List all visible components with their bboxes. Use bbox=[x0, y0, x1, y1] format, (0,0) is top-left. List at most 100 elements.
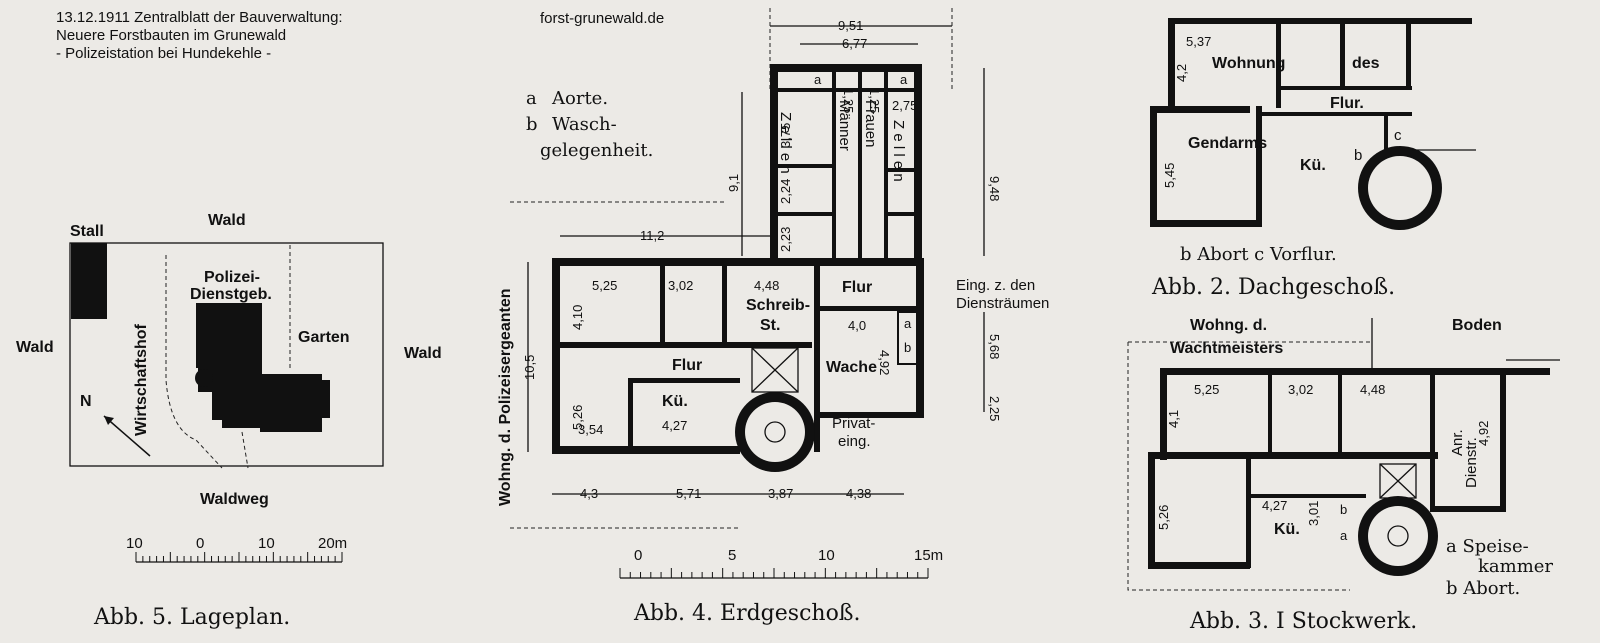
st-stair-core bbox=[1387, 525, 1409, 547]
wall-corridor-left bbox=[832, 64, 836, 260]
stockwerk: Wohng. d. Wachtmeisters Boden 5,25 3,02 … bbox=[1127, 317, 1560, 634]
label-flur-2: Flur bbox=[672, 357, 702, 374]
wall-room-1 bbox=[660, 262, 665, 346]
dg-dim-42: 4,2 bbox=[1174, 64, 1189, 82]
stall-block bbox=[71, 243, 107, 319]
label-stall: Stall bbox=[70, 223, 104, 240]
wirtschaftshof-boundary bbox=[165, 255, 223, 469]
dg-wall-c bbox=[1384, 116, 1388, 156]
label-a-2: a bbox=[900, 72, 908, 87]
label-wache: Wache bbox=[826, 359, 877, 376]
label-wirtschaftshof: Wirtschaftshof bbox=[133, 323, 150, 436]
st-dim-448: 4,48 bbox=[1360, 382, 1385, 397]
wall-room-3 bbox=[814, 262, 820, 452]
label-wohng-polizeisergeanten: Wohng. d. Polizeisergeanten bbox=[497, 288, 514, 506]
st-dim-492: 4,92 bbox=[1476, 421, 1491, 446]
box-a-b bbox=[897, 311, 919, 365]
wall-corridor-right bbox=[884, 64, 888, 260]
stair-landing bbox=[751, 347, 799, 393]
st-dim-526: 5,26 bbox=[1156, 505, 1171, 530]
dim-112: 11,2 bbox=[640, 228, 664, 243]
label-kue: Kü. bbox=[662, 393, 688, 410]
scale4-15: 15m bbox=[914, 547, 943, 564]
st-wall-r1 bbox=[1268, 372, 1272, 454]
dg-wall-left-lower bbox=[1150, 106, 1157, 226]
st-label-a: a bbox=[1340, 528, 1348, 543]
st-legend-b: b Abort. bbox=[1446, 578, 1520, 599]
st-label-boden: Boden bbox=[1452, 317, 1502, 334]
label-frauen: Frauen bbox=[862, 100, 879, 148]
wall-aborte bbox=[770, 88, 922, 92]
dim-43: 4,3 bbox=[580, 486, 598, 501]
dg-wall-gend bbox=[1256, 106, 1262, 226]
dg-stair-inner bbox=[1368, 156, 1432, 220]
wall-corridor-mid bbox=[858, 64, 862, 260]
wall-wache-bottom bbox=[820, 412, 924, 418]
dachgeschoss: 5,37 4,2 5,45 Wohnung des Flur. Gendarms… bbox=[1150, 18, 1476, 300]
stair-core bbox=[764, 421, 786, 443]
dg-dim-545: 5,45 bbox=[1162, 163, 1177, 188]
dg-wall-mid bbox=[1150, 106, 1250, 113]
north-arrow-line bbox=[103, 415, 151, 457]
dim-302: 3,02 bbox=[668, 278, 693, 293]
legend-b-key: b bbox=[526, 114, 538, 135]
label-flur-1: Flur bbox=[842, 279, 872, 296]
header-line-3: - Polizeistation bei Hundekehle - bbox=[56, 45, 272, 62]
label-b-1: b bbox=[904, 340, 911, 355]
scale4-0: 0 bbox=[634, 547, 642, 564]
dim-387: 3,87 bbox=[768, 486, 793, 501]
label-north: N bbox=[80, 393, 92, 410]
label-privat-1: Privat- bbox=[832, 415, 875, 432]
st-legend-a2: kammer bbox=[1478, 556, 1553, 577]
scale5-10a: 10 bbox=[126, 535, 143, 552]
st-label-kue: Kü. bbox=[1274, 521, 1300, 538]
st-wall-right bbox=[1500, 372, 1506, 512]
st-wall-dienst-bottom bbox=[1430, 506, 1506, 512]
st-dim-301: 3,01 bbox=[1306, 501, 1321, 526]
dg-wall-flur bbox=[1280, 86, 1412, 90]
wall-main-bottom bbox=[552, 446, 740, 454]
dim-223: 2,23 bbox=[778, 227, 793, 252]
stair-inner bbox=[745, 402, 805, 462]
dim-225: 2,25 bbox=[987, 396, 1002, 421]
dg-label-kue: Kü. bbox=[1300, 157, 1326, 174]
scale5-0: 0 bbox=[196, 535, 204, 552]
st-dim-302: 3,02 bbox=[1288, 382, 1313, 397]
st-dim-525: 5,25 bbox=[1194, 382, 1219, 397]
st-wall-top bbox=[1160, 368, 1550, 375]
dim-427: 4,27 bbox=[662, 418, 687, 433]
dg-label-des: des bbox=[1352, 55, 1380, 72]
wall-main-top bbox=[552, 258, 922, 266]
header-line-2: Neuere Forstbauten im Grunewald bbox=[56, 27, 287, 44]
dim-568: 5,68 bbox=[987, 334, 1002, 359]
st-wall-r2 bbox=[1338, 372, 1342, 454]
label-eing-1: Eing. z. den bbox=[956, 277, 1035, 294]
dim-951: 9,51 bbox=[838, 18, 863, 33]
dim-125b: 1,25 bbox=[867, 88, 882, 113]
caption-abb2: Abb. 2. Dachgeschoß. bbox=[1151, 275, 1395, 300]
st-wall-left-upper bbox=[1160, 368, 1167, 460]
dg-label-flur: Flur. bbox=[1330, 95, 1364, 112]
label-zellen-1: Z e l l e n bbox=[777, 112, 794, 174]
label-dienstgeb: Dienstgeb. bbox=[190, 286, 272, 303]
dim-410: 4,10 bbox=[570, 305, 585, 330]
st-landing-x2 bbox=[1379, 463, 1417, 499]
wall-cell-d bbox=[888, 212, 918, 216]
label-wald-left: Wald bbox=[16, 339, 54, 356]
legend-b-line1: Wasch- bbox=[552, 114, 617, 135]
dim-105: 10,5 bbox=[522, 355, 537, 380]
caption-abb3: Abb. 3. I Stockwerk. bbox=[1189, 609, 1417, 634]
polizei-building-block bbox=[196, 303, 330, 432]
dim-224: 2,24 bbox=[778, 179, 793, 204]
scale4-10: 10 bbox=[818, 547, 835, 564]
header-line-1: 13.12.1911 Zentralblatt der Bauverwaltun… bbox=[56, 9, 343, 26]
wall-kitchen-top bbox=[630, 378, 740, 383]
st-label-wohng-2: Wachtmeisters bbox=[1170, 340, 1283, 357]
dg-label-gendarms: Gendarms bbox=[1188, 135, 1267, 152]
legend-a-key: a bbox=[526, 88, 537, 109]
dim-526: 5,26 bbox=[570, 405, 585, 430]
caption-abb4: Abb. 4. Erdgeschoß. bbox=[633, 601, 861, 626]
dim-492: 4,92 bbox=[877, 350, 892, 375]
label-eing-2: Diensträumen bbox=[956, 295, 1049, 312]
dg-wall-top bbox=[1168, 18, 1472, 24]
